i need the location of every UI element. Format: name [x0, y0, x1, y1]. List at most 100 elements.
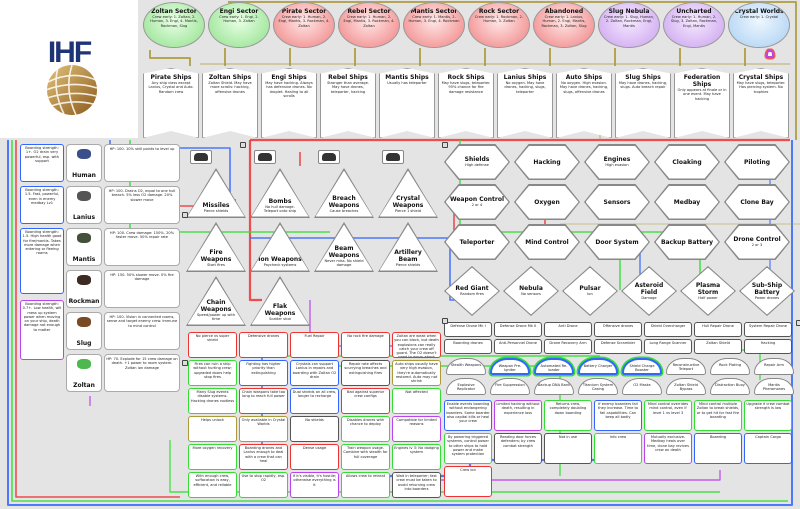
drone-node[interactable]: Drone Recovery Arm — [544, 339, 592, 354]
augment-node[interactable]: Reconstructive Teleport — [666, 358, 706, 375]
augment-node[interactable]: Backup DNA Bank — [534, 378, 574, 395]
system-node[interactable]: Sensors — [584, 184, 650, 220]
drone-node[interactable]: Boarding drones — [444, 339, 492, 354]
system-node[interactable]: Cloaking — [654, 144, 720, 180]
system-node[interactable]: Mind Control — [514, 224, 580, 260]
drone-node[interactable]: Hacking — [744, 339, 792, 354]
note-text: Fuel Repair — [304, 334, 325, 338]
drone-node[interactable]: Long Range Scanner — [644, 339, 692, 354]
augment-node[interactable]: Mantis Pheromones — [754, 378, 794, 395]
drone-node[interactable]: Zoltan Shield — [694, 339, 742, 354]
note-box: Fuel Repair — [290, 332, 339, 358]
race-card[interactable]: Mantis — [66, 228, 102, 266]
augment-node[interactable]: Weapon Pre-Igniter — [490, 358, 530, 375]
augment-node[interactable]: O2 Masks — [622, 378, 662, 395]
drone-node[interactable]: Hull Repair Drone — [694, 322, 742, 337]
augment-node[interactable]: Shield Charge Booster — [622, 358, 662, 375]
drone-node[interactable]: Anti Drone — [544, 322, 592, 337]
system-node[interactable]: Oxygen — [514, 184, 580, 220]
race-card[interactable]: Slug — [66, 312, 102, 350]
drone-node[interactable]: System Repair Drone — [744, 322, 792, 337]
system-node[interactable]: Hacking — [514, 144, 580, 180]
drone-node[interactable]: Anti-Personnel Drone — [494, 339, 542, 354]
augment-node[interactable]: Automated Re-loader — [534, 358, 574, 375]
note-text: No shields — [305, 418, 324, 422]
augment-node[interactable]: Explosive Replicator — [446, 378, 486, 395]
race-card[interactable]: Lanius — [66, 186, 102, 224]
race-card[interactable]: Rockman — [66, 270, 102, 308]
note-box: Enable events boarding without endangeri… — [444, 400, 492, 431]
connector-line — [149, 50, 191, 66]
junction-square-icon — [442, 142, 448, 148]
drone-node[interactable]: Offensive drones — [594, 322, 642, 337]
drone-node[interactable]: Defense Drone Mk I — [444, 322, 492, 337]
augment-node[interactable]: Stealth Weapons — [446, 358, 486, 375]
augment-node[interactable]: Zoltan Shield Bypass — [666, 378, 706, 395]
race-card[interactable]: Zoltan — [66, 354, 102, 392]
augment-node[interactable]: Titanium System Casing — [578, 378, 618, 395]
augment-node[interactable]: Rock Plating — [710, 358, 750, 375]
system-node[interactable]: Clone Bay — [724, 184, 790, 220]
drone-node[interactable]: Shield Overcharger — [644, 322, 692, 337]
augment-node[interactable]: Distraction Buoy — [710, 378, 750, 395]
augment-node[interactable]: Fire Suppression — [490, 378, 530, 395]
hazard-description: Ion — [587, 292, 593, 297]
race-card[interactable]: Human — [66, 144, 102, 182]
system-node[interactable]: Medbay — [654, 184, 720, 220]
human-portrait-icon — [77, 149, 91, 159]
augment-node[interactable]: Battery Charger — [578, 358, 618, 375]
system-node[interactable]: Teleporter — [444, 224, 510, 260]
drone-node[interactable]: Defense Drone Mk II — [494, 322, 542, 337]
augment-label: Titanium System Casing — [582, 383, 614, 392]
system-node[interactable]: Piloting — [724, 144, 790, 180]
augment-node[interactable]: Repair Arm — [754, 358, 794, 375]
system-node[interactable]: Door System — [584, 224, 650, 260]
ship-description: No oxygen. High evasion. May have drones… — [559, 81, 609, 94]
mantis-portrait-icon — [77, 233, 91, 243]
system-node[interactable]: Backup Battery — [654, 224, 720, 260]
weapon-title: Missiles — [202, 202, 230, 210]
drone-node[interactable]: Defense Scrambler — [594, 339, 642, 354]
